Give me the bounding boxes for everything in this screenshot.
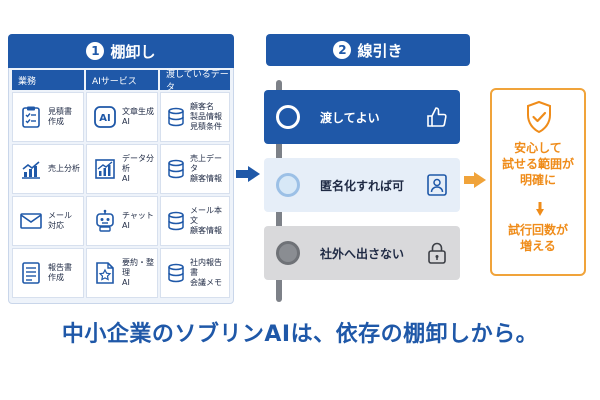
database-icon [166, 107, 186, 127]
data-label: 社内報告書 会議メモ [190, 258, 222, 287]
result-benefit-2: 試行回数が 増える [507, 223, 568, 253]
task-label: 売上分析 [48, 164, 80, 173]
option-anonymize-dot [276, 173, 300, 197]
data-cell-quote: 顧客名 製品情報 見積条件 [160, 92, 230, 142]
task-cell-quote: 見積書 作成 [12, 92, 84, 142]
service-label: 文章生成 AI [122, 107, 154, 126]
task-label: メール 対応 [48, 211, 72, 230]
classification-panel-header: 2 線引き [266, 34, 470, 66]
flow-arrow-2-head [474, 172, 486, 188]
option-blocked-label: 社外へ出さない [320, 246, 405, 261]
column-header-task: 業務 [12, 70, 84, 90]
flow-arrow-2-shaft [464, 176, 474, 184]
data-cell-sales: 売上データ 顧客情報 [160, 144, 230, 194]
data-label: 顧客名 製品情報 見積条件 [190, 102, 222, 131]
data-label: メール本文 顧客情報 [190, 206, 222, 235]
inventory-title: 棚卸し [110, 42, 156, 61]
option-blocked-dot [276, 241, 300, 265]
line-chart-icon [18, 156, 44, 182]
service-label: データ分析 AI [122, 154, 154, 183]
flow-arrow-1-head [248, 166, 260, 182]
option-blocked: 社外へ出さない [264, 226, 460, 280]
option-anonymize-label: 匿名化すれば可 [320, 178, 405, 193]
task-cell-report: 報告書 作成 [12, 248, 84, 298]
option-allowed: 渡してよい [264, 90, 460, 144]
step-number-badge: 2 [333, 41, 352, 59]
star-document-icon [92, 260, 118, 286]
column-header-service: AIサービス [86, 70, 158, 90]
service-cell-analysis: データ分析 AI [86, 144, 158, 194]
flow-arrow-1-shaft [236, 170, 248, 178]
thumbs-up-icon [424, 104, 450, 130]
task-cell-sales: 売上分析 [12, 144, 84, 194]
data-cell-report: 社内報告書 会議メモ [160, 248, 230, 298]
classification-title: 線引き [357, 41, 403, 60]
id-card-icon [424, 172, 450, 198]
option-allowed-dot [276, 105, 300, 129]
lock-icon [424, 240, 450, 266]
analytics-chart-icon [92, 156, 118, 182]
envelope-icon [18, 208, 44, 234]
arrow-down-icon [536, 202, 544, 216]
result-benefit-1: 安心して 試せる範囲が 明確に [501, 141, 574, 187]
task-label: 見積書 作成 [48, 107, 72, 126]
robot-icon [92, 208, 118, 234]
service-cell-text-gen: AI 文章生成 AI [86, 92, 158, 142]
shield-check-icon [524, 100, 554, 134]
service-cell-summary: 要約・整理 AI [86, 248, 158, 298]
database-icon [166, 159, 186, 179]
inventory-panel-header: 1 棚卸し [8, 34, 234, 68]
ai-chip-icon: AI [92, 104, 118, 130]
column-header-data: 渡しているデータ [160, 70, 230, 93]
option-anonymize: 匿名化すれば可 [264, 158, 460, 212]
database-icon [166, 211, 186, 231]
headline: 中小企業のソブリンAIは、依存の棚卸しから。 [61, 322, 539, 347]
option-allowed-label: 渡してよい [320, 110, 380, 125]
database-icon [166, 263, 186, 283]
data-label: 売上データ 顧客情報 [190, 154, 222, 183]
service-cell-chat: チャット AI [86, 196, 158, 246]
document-icon [18, 260, 44, 286]
data-cell-email: メール本文 顧客情報 [160, 196, 230, 246]
ai-chip-text: AI [99, 113, 110, 124]
task-label: 報告書 作成 [48, 263, 72, 282]
result-box: 安心して 試せる範囲が 明確に 試行回数が 増える [490, 88, 586, 276]
service-label: チャット AI [122, 211, 154, 230]
step-number-badge: 1 [86, 42, 105, 60]
clipboard-checklist-icon [18, 104, 44, 130]
task-cell-email: メール 対応 [12, 196, 84, 246]
service-label: 要約・整理 AI [122, 258, 154, 287]
